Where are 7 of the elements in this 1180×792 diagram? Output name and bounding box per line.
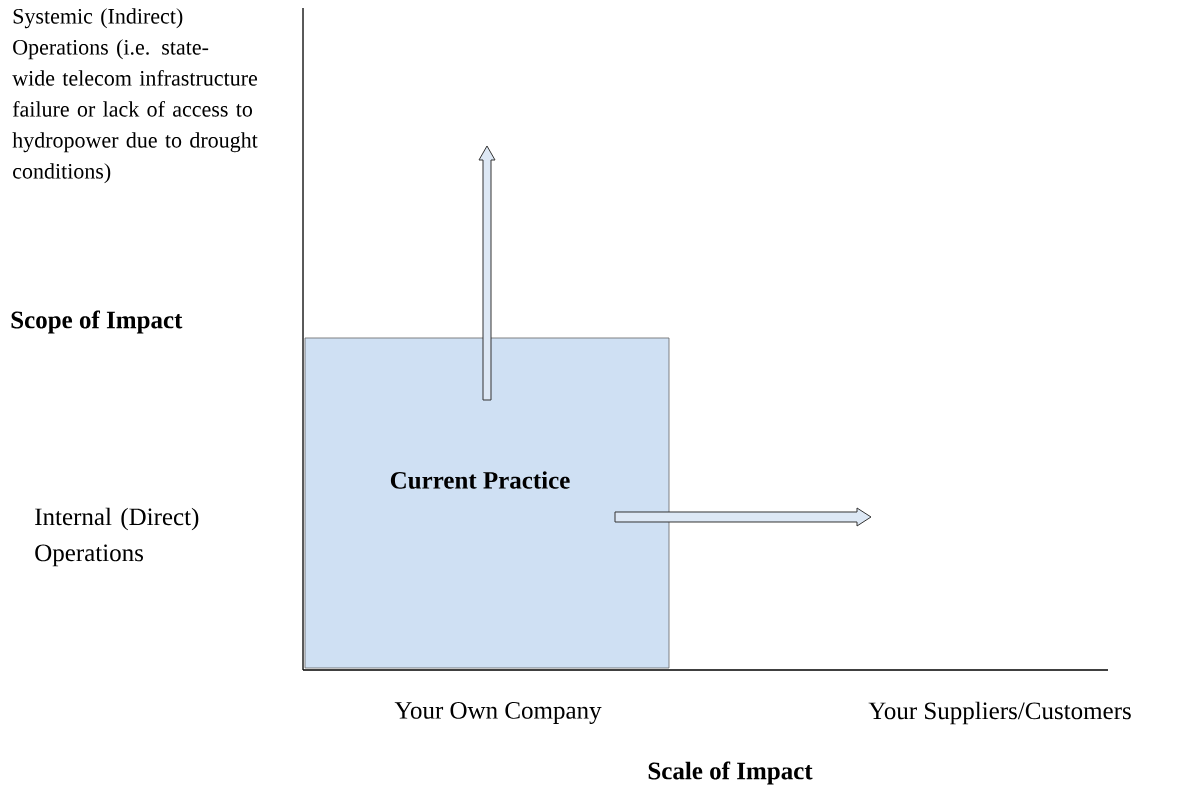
- axis-label: Systemic (Indirect) Operations (i.e. state-wide telecom infrastructure failure or lack of access to hydropower due to drought conditions): [12, 8, 258, 184]
- practice-box: Current Practice: [304, 337, 670, 669]
- axis-label: Your Own Company: [394, 702, 602, 724]
- axis-title: Scope of Impact: [11, 310, 183, 334]
- axis-label: Internal (Direct) Operations: [35, 507, 199, 567]
- axis-label: Your Suppliers/Customers: [868, 701, 1131, 725]
- axis-title: Scale of Impact: [648, 761, 813, 785]
